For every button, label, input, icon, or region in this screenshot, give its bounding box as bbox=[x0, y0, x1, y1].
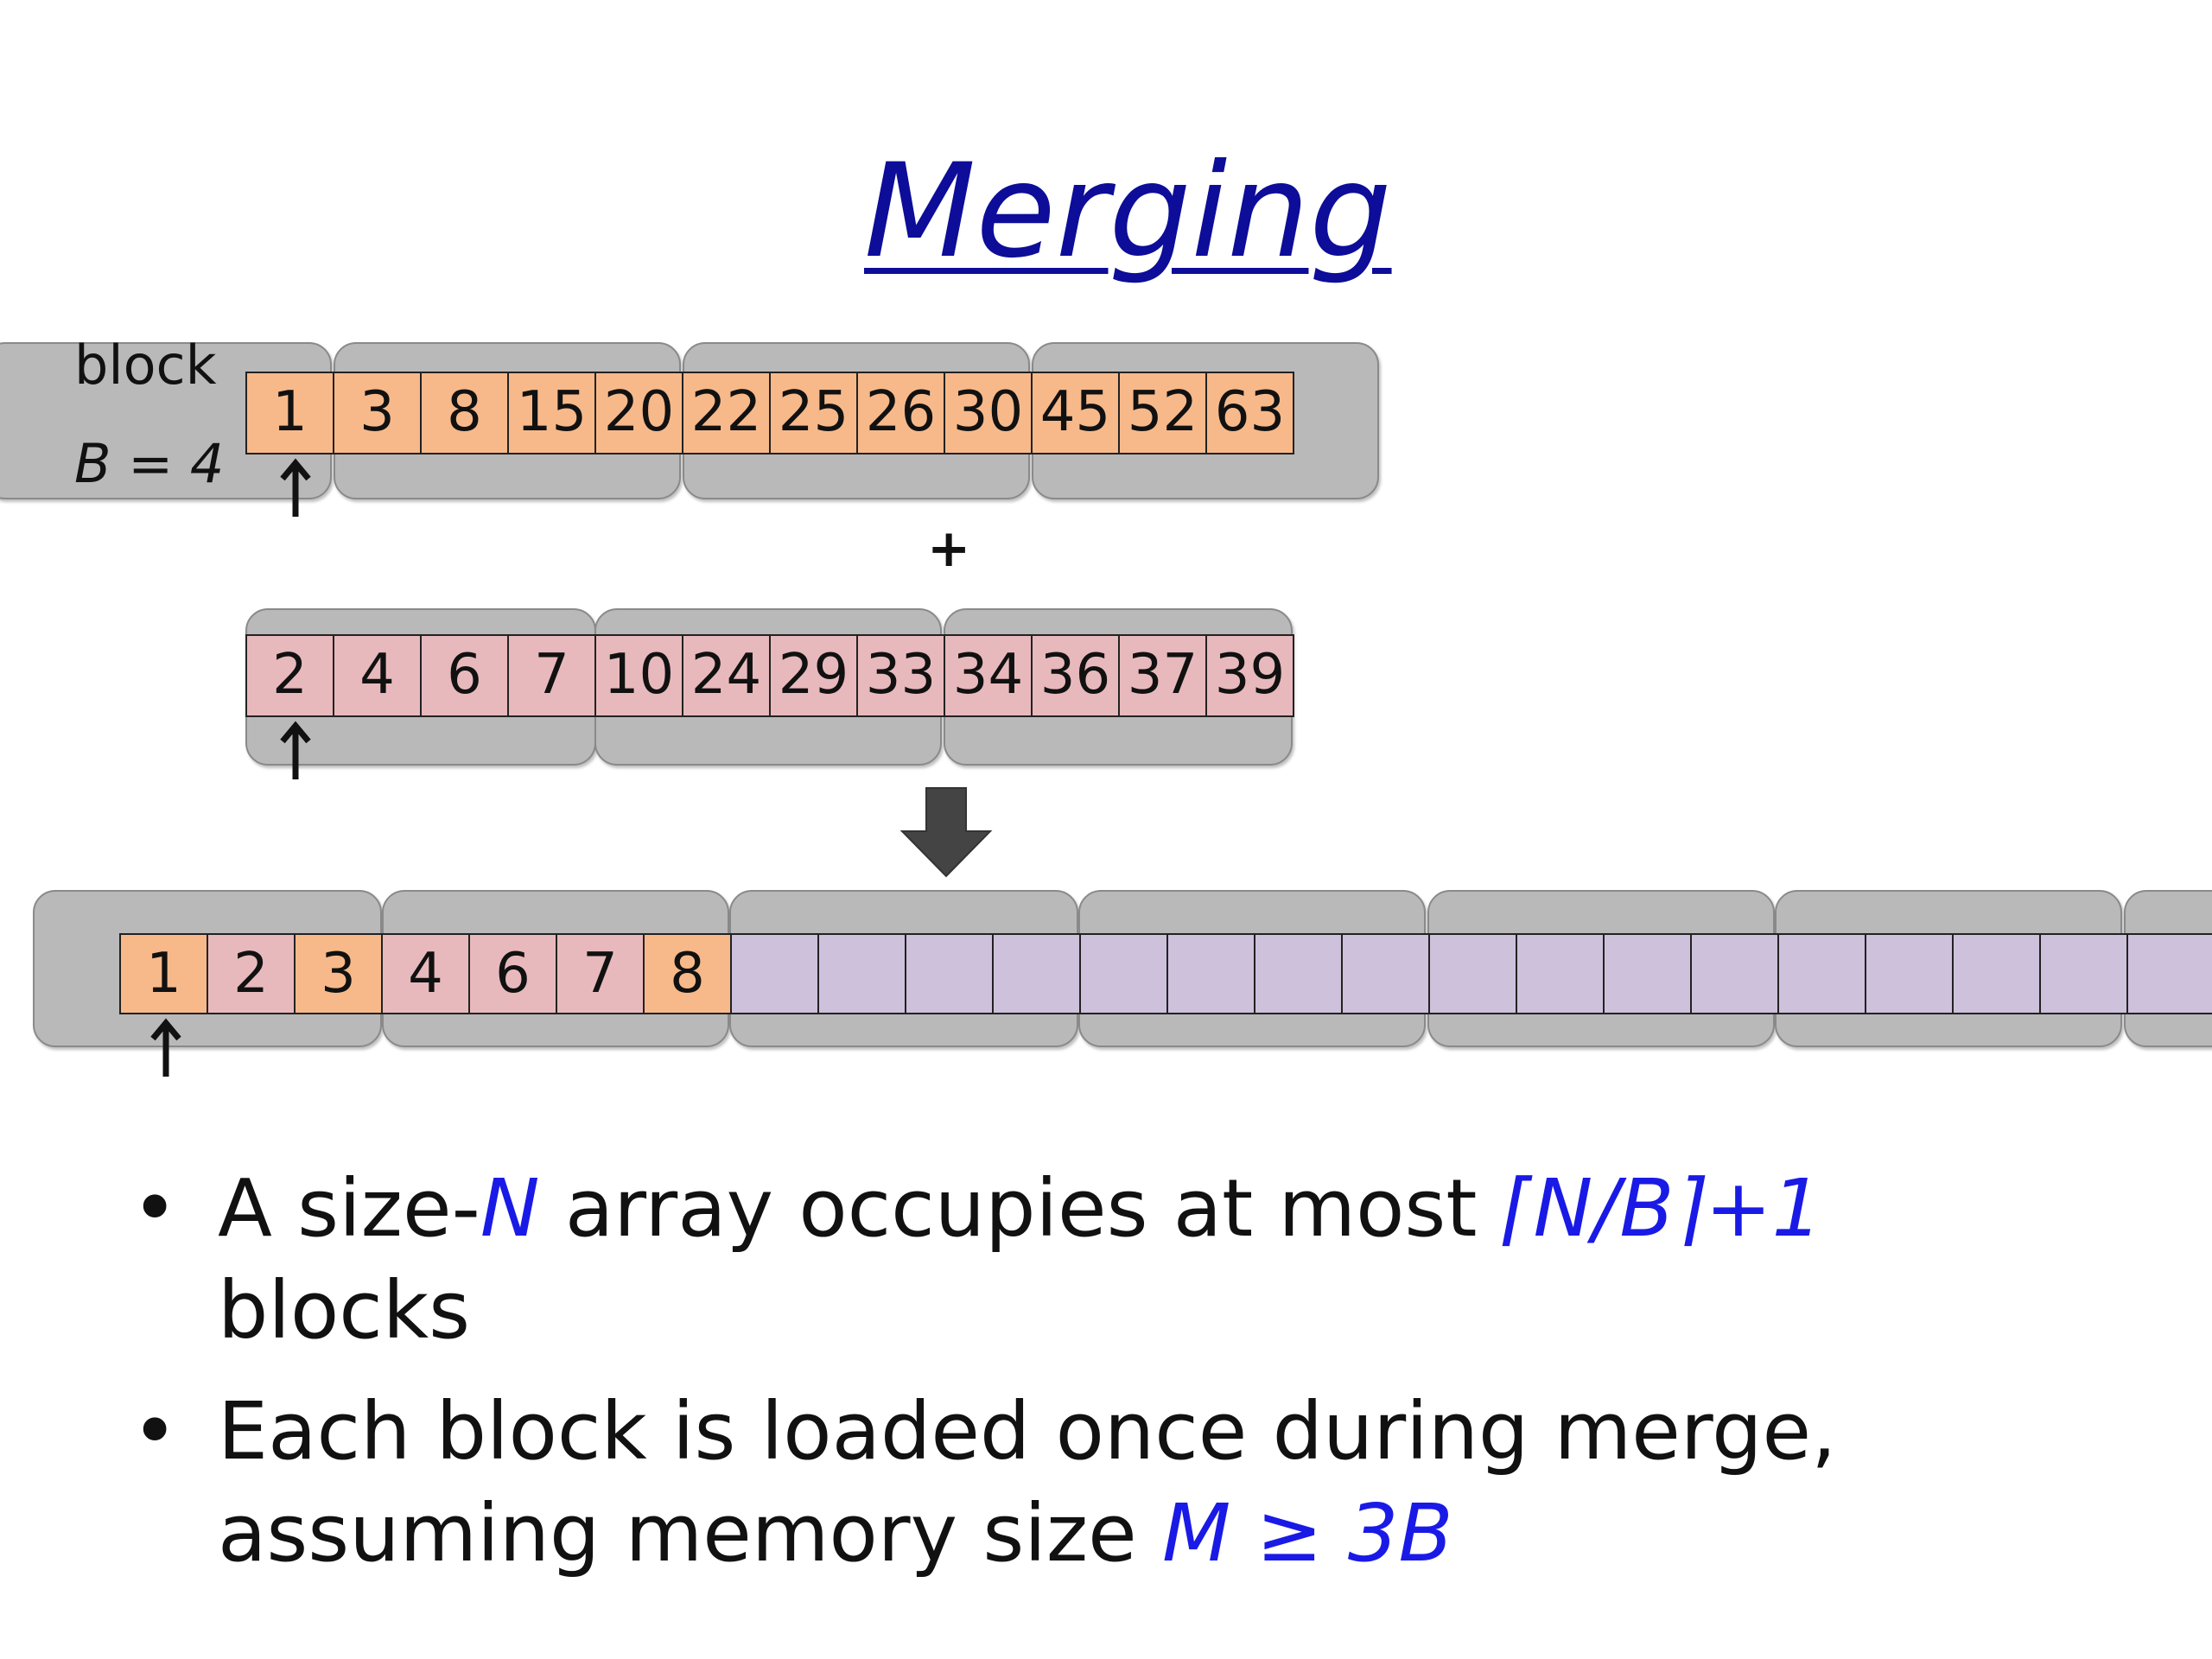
array-cell: 8 bbox=[420, 372, 509, 454]
array-cell: 7 bbox=[507, 634, 596, 717]
block-label: block bbox=[74, 334, 217, 397]
plus-sign: + bbox=[927, 518, 971, 579]
array-cell: 10 bbox=[594, 634, 683, 717]
array-cell bbox=[1865, 933, 1954, 1014]
pointer-arrow-icon bbox=[150, 1018, 181, 1077]
bullet-text: assuming memory size bbox=[218, 1487, 1162, 1580]
array-cell: 3 bbox=[294, 933, 383, 1014]
bullet-text: array occupies at most bbox=[539, 1162, 1503, 1255]
array-cell: 22 bbox=[682, 372, 771, 454]
bullet-2: • Each block is loaded once during merge… bbox=[131, 1381, 2119, 1585]
array-cell: 6 bbox=[468, 933, 557, 1014]
pointer-arrow-icon bbox=[280, 721, 311, 779]
array-cell: 20 bbox=[594, 372, 683, 454]
formula-n: N bbox=[480, 1162, 540, 1255]
array-cell: 39 bbox=[1205, 634, 1294, 717]
array-cell: 2 bbox=[207, 933, 296, 1014]
array-cell: 4 bbox=[381, 933, 470, 1014]
bullet-text: A size- bbox=[218, 1162, 480, 1255]
array-cell: 6 bbox=[420, 634, 509, 717]
bullet-text: Each block is loaded once during merge, bbox=[218, 1385, 1837, 1478]
array-cell: 1 bbox=[245, 372, 334, 454]
array-cell: 26 bbox=[856, 372, 945, 454]
array-cell: 1 bbox=[119, 933, 208, 1014]
array-cell: 52 bbox=[1118, 372, 1207, 454]
bullet-dot: • bbox=[131, 1385, 179, 1478]
array-cell bbox=[992, 933, 1081, 1014]
array-cell bbox=[2126, 933, 2212, 1014]
array-cell bbox=[1690, 933, 1779, 1014]
array-cell: 8 bbox=[643, 933, 732, 1014]
array-cell: 24 bbox=[682, 634, 771, 717]
array-cell bbox=[1341, 933, 1430, 1014]
array-cell: 7 bbox=[556, 933, 645, 1014]
array-cell: 3 bbox=[333, 372, 422, 454]
block-size-label: B = 4 bbox=[74, 432, 225, 495]
formula-ceil: ⌈N/B⌉+1 bbox=[1502, 1162, 1822, 1255]
array-cell: 4 bbox=[333, 634, 422, 717]
array-cell bbox=[905, 933, 994, 1014]
array-cell: 37 bbox=[1118, 634, 1207, 717]
array-cell: 25 bbox=[769, 372, 858, 454]
array-cell: 15 bbox=[507, 372, 596, 454]
array-cell: 33 bbox=[856, 634, 945, 717]
array-cell bbox=[1603, 933, 1692, 1014]
bullet-dot: • bbox=[131, 1162, 179, 1255]
merge-arrow-icon bbox=[899, 787, 993, 878]
slide-title: Merging bbox=[864, 137, 1392, 287]
array-cell bbox=[1777, 933, 1866, 1014]
array-cell bbox=[1254, 933, 1343, 1014]
array-cell bbox=[817, 933, 906, 1014]
array-cell bbox=[1428, 933, 1517, 1014]
array-cell: 2 bbox=[245, 634, 334, 717]
formula-memory: M ≥ 3B bbox=[1161, 1487, 1453, 1580]
array-cell: 30 bbox=[944, 372, 1033, 454]
bullet-1: • A size-N array occupies at most ⌈N/B⌉+… bbox=[131, 1158, 2119, 1362]
array-cell: 45 bbox=[1031, 372, 1120, 454]
array-cell: 36 bbox=[1031, 634, 1120, 717]
array-cell: 29 bbox=[769, 634, 858, 717]
array-cell: 63 bbox=[1205, 372, 1294, 454]
array-cell bbox=[730, 933, 819, 1014]
array-cell bbox=[1166, 933, 1255, 1014]
array-cell bbox=[1516, 933, 1605, 1014]
array-cell bbox=[2039, 933, 2128, 1014]
array-cell: 34 bbox=[944, 634, 1033, 717]
bullet-text: blocks bbox=[218, 1264, 471, 1357]
pointer-arrow-icon bbox=[280, 458, 311, 517]
array-cell bbox=[1952, 933, 2041, 1014]
array-cell bbox=[1079, 933, 1168, 1014]
